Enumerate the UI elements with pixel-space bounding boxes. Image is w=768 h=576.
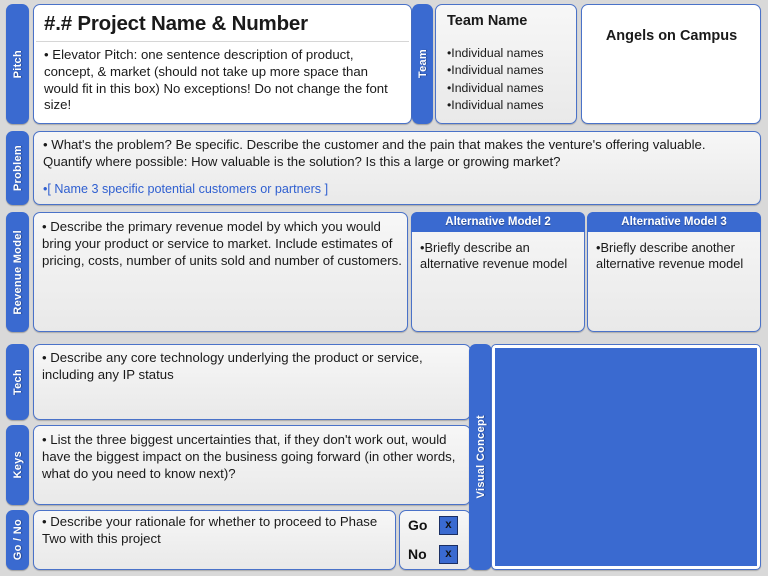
keys-panel	[33, 425, 471, 505]
primary-revenue-text: • Describe the primary revenue model by …	[42, 219, 402, 268]
go-no-body-text: • Describe your rationale for whether to…	[42, 514, 378, 546]
program-name: Angels on Campus	[605, 28, 738, 44]
go-no-rationale-panel	[33, 510, 396, 570]
problem-panel	[33, 131, 761, 205]
section-tab-visual-concept[interactable]: Visual Concept	[469, 344, 492, 570]
section-tab-keys-label: Keys	[11, 451, 24, 479]
alternative-model-3-text: •Briefly describe another alternative re…	[596, 240, 744, 272]
section-tab-go-no-label: Go / No	[11, 519, 24, 561]
section-tab-tech[interactable]: Tech	[6, 344, 29, 420]
problem-body-text: • What's the problem? Be specific. Descr…	[43, 137, 706, 169]
section-tab-team[interactable]: Team	[412, 4, 433, 124]
go-checkbox[interactable]: x	[439, 515, 458, 535]
problem-customers-note: •[ Name 3 specific potential customers o…	[43, 182, 329, 196]
list-item: •Individual names	[447, 46, 544, 60]
team-panel	[435, 4, 577, 124]
no-checkbox[interactable]: x	[439, 544, 458, 564]
no-decision-row: No x	[408, 543, 466, 565]
section-tab-pitch[interactable]: Pitch	[6, 4, 29, 124]
section-tab-go-no[interactable]: Go / No	[6, 510, 29, 570]
section-tab-pitch-label: Pitch	[11, 49, 24, 79]
pitch-panel	[33, 4, 412, 124]
section-tab-tech-label: Tech	[11, 368, 24, 396]
no-label: No	[408, 546, 427, 562]
pitch-body-text: • Elevator Pitch: one sentence descripti…	[44, 47, 388, 113]
page-title: #.# Project Name & Number	[44, 11, 308, 35]
team-member-list: •Individual names •Individual names •Ind…	[447, 45, 572, 115]
tech-body-text: • Describe any core technology underlyin…	[42, 350, 423, 382]
title-divider	[36, 41, 409, 42]
section-tab-problem[interactable]: Problem	[6, 131, 29, 205]
section-tab-revenue-model-label: Revenue Model	[11, 229, 24, 315]
alternative-model-2-text: •Briefly describe an alternative revenue…	[420, 240, 568, 272]
list-item: •Individual names	[447, 63, 544, 78]
go-decision-row: Go x	[408, 514, 466, 536]
go-label: Go	[408, 517, 428, 533]
alternative-model-2-panel	[411, 212, 585, 332]
list-item: •Individual names	[447, 98, 544, 113]
list-item: •Individual names	[447, 80, 544, 95]
section-tab-visual-concept-label: Visual Concept	[474, 415, 487, 499]
tech-panel	[33, 344, 471, 420]
keys-body-text: • List the three biggest uncertainties t…	[42, 432, 456, 481]
section-tab-revenue-model[interactable]: Revenue Model	[6, 212, 29, 332]
alternative-model-3-header: Alternative Model 3	[587, 212, 761, 232]
visual-concept-image-placeholder[interactable]	[495, 348, 757, 566]
team-name-heading: Team Name	[447, 13, 528, 29]
program-panel	[581, 4, 761, 124]
alternative-model-2-header: Alternative Model 2	[411, 212, 585, 232]
primary-revenue-panel	[33, 212, 408, 332]
section-tab-keys[interactable]: Keys	[6, 425, 29, 505]
go-no-decision-panel	[399, 510, 471, 570]
section-tab-team-label: Team	[416, 49, 429, 79]
section-tab-problem-label: Problem	[11, 144, 24, 192]
